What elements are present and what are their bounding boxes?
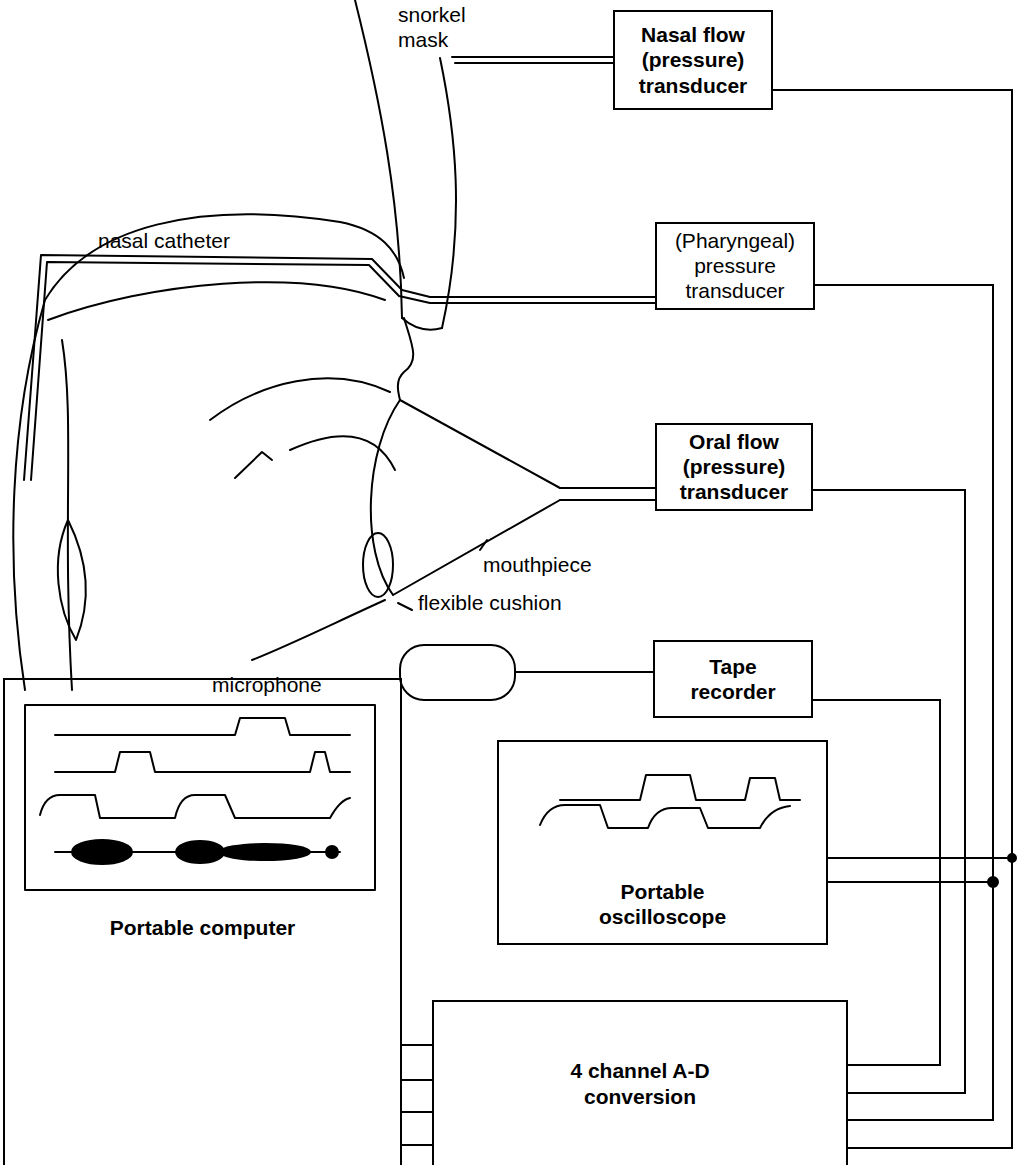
- box-text: Tape recorder: [673, 654, 793, 704]
- nose: [398, 318, 413, 400]
- palate: [210, 378, 390, 420]
- screen-trace: [55, 840, 340, 864]
- jaw: [252, 600, 385, 660]
- part-label: flexible cushion: [418, 590, 562, 615]
- signal-wire: [402, 1044, 432, 1046]
- signal-wire: [402, 1079, 432, 1081]
- snorkel-mask: [355, 0, 402, 318]
- box-text: 4 channel A-D conversion: [550, 1058, 730, 1108]
- head-outline: [13, 214, 404, 690]
- recorder-box: Tape recorder: [653, 640, 813, 718]
- nasal-catheter: [24, 255, 655, 480]
- mouthpiece-tube: [560, 488, 655, 500]
- transducer-box: Oral flow (pressure) transducer: [655, 423, 813, 511]
- scope-trace: [540, 805, 790, 828]
- signal-wire: [402, 1144, 432, 1146]
- part-label: snorkel mask: [398, 2, 478, 52]
- box-text: (Pharyngeal) pressure transducer: [665, 228, 805, 304]
- nasal-catheter: [31, 262, 655, 480]
- signal-wire: [773, 90, 1012, 1148]
- signal-wire: [813, 490, 965, 1093]
- tongue: [290, 436, 395, 470]
- computer-screen: [25, 705, 375, 890]
- box-text: Oral flow (pressure) transducer: [669, 429, 799, 505]
- snorkel-mask: [440, 58, 456, 328]
- part-label: nasal catheter: [98, 228, 230, 253]
- signal-wire: [773, 90, 1012, 858]
- leader-line: [398, 603, 412, 610]
- signal-wire: [815, 285, 993, 882]
- screen-trace: [55, 718, 350, 735]
- screen-trace: [55, 752, 350, 772]
- part-label: mouthpiece: [483, 552, 592, 577]
- part-label: microphone: [212, 672, 322, 697]
- box-text: Nasal flow (pressure) transducer: [628, 22, 758, 98]
- signal-wire: [402, 1111, 432, 1113]
- epiglottis: [235, 452, 272, 478]
- transducer-box: (Pharyngeal) pressure transducer: [655, 222, 815, 310]
- screen-trace: [40, 795, 350, 818]
- transducer-box: Nasal flow (pressure) transducer: [613, 10, 773, 110]
- ear: [58, 520, 86, 640]
- nasal-cavity: [48, 282, 385, 320]
- scope-trace: [560, 775, 800, 800]
- microphone-symbol: [400, 645, 515, 700]
- oscilloscope-box: Portable oscilloscope: [497, 740, 828, 945]
- mask-tube: [452, 57, 613, 63]
- microphone-wire: [515, 671, 653, 673]
- signal-wire: [815, 285, 993, 1120]
- converter-box: 4 channel A-D conversion: [432, 1000, 848, 1165]
- pharynx: [62, 340, 72, 690]
- computer-box: Portable computer: [3, 678, 402, 1165]
- leader-line: [480, 540, 487, 550]
- box-text: Portable computer: [110, 915, 296, 940]
- box-text: Portable oscilloscope: [563, 879, 763, 929]
- flexible-cushion: [363, 533, 393, 597]
